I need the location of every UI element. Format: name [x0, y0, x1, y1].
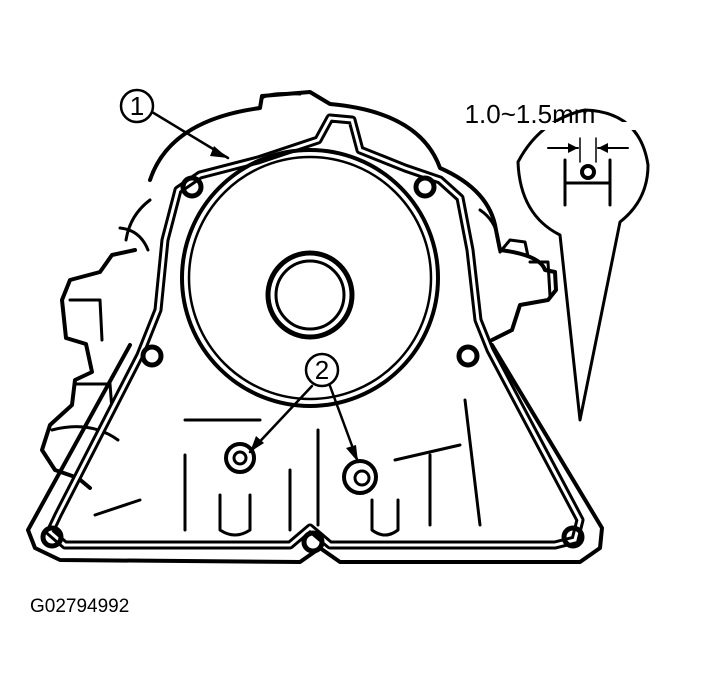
- housing-top-dome: [148, 90, 558, 342]
- detail-balloon-outline: [516, 108, 650, 422]
- callout-2: 2: [248, 352, 360, 464]
- bolt-holes: [40, 175, 585, 554]
- bead-detail-inset: [516, 108, 650, 422]
- shaft-hole: [265, 250, 355, 340]
- figure-code: G02794992: [30, 596, 129, 617]
- internal-ribs: [93, 398, 482, 537]
- pump-housing: [26, 90, 604, 564]
- housing-left-casting: [40, 248, 137, 490]
- sealant-bead: [45, 113, 585, 550]
- rotor-bore: [180, 148, 440, 408]
- dimension-label: 1.0~1.5mm: [465, 99, 596, 129]
- oil-passage-holes: [224, 442, 378, 495]
- callout-1: 1: [119, 88, 230, 160]
- callout-2-number: 2: [315, 355, 329, 385]
- callout-1-number: 1: [130, 91, 144, 121]
